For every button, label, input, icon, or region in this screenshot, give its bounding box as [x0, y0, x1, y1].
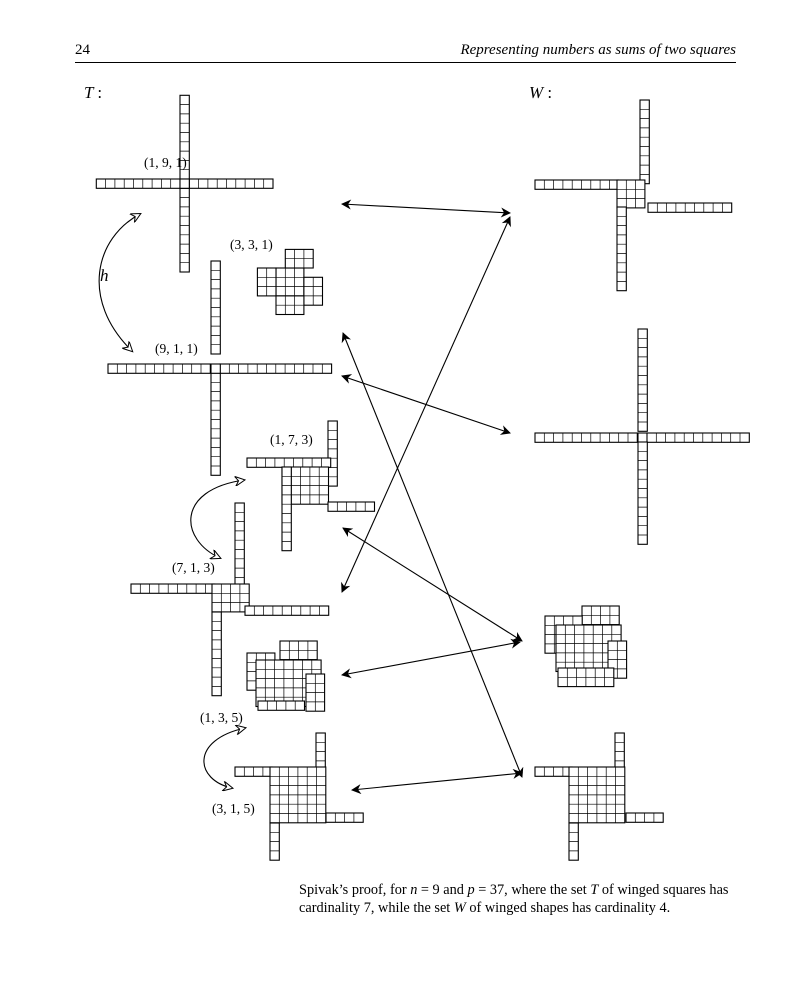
label-135: (1, 3, 5) — [200, 710, 243, 725]
label-315: (3, 1, 5) — [212, 801, 255, 816]
arrow-191-w1 — [341, 199, 511, 218]
caption-var-t: T — [590, 882, 599, 898]
label-911: (9, 1, 1) — [155, 341, 198, 356]
shape-t-191 — [95, 94, 274, 273]
shape-t-911 — [107, 260, 333, 476]
arrow-173-w3 — [342, 527, 523, 642]
caption-part2: = 9 and — [417, 882, 468, 898]
h-arrow-191-911 — [98, 214, 140, 351]
shapes-layer — [95, 94, 750, 861]
arrows-layer — [98, 199, 524, 795]
caption-var-n: n — [410, 882, 418, 898]
set-w-letter: W — [529, 83, 544, 102]
shape-w-2 — [534, 328, 750, 545]
labels-layer: (1, 9, 1) (3, 3, 1) (9, 1, 1) (1, 7, 3) (7, … — [100, 155, 313, 816]
set-w-colon: : — [547, 83, 553, 102]
caption-part4: of winged squares has cardinality 7, whi… — [299, 882, 729, 916]
shape-w-1 — [534, 99, 733, 292]
set-t-letter: T — [84, 83, 94, 102]
caption-part1: Spivak’s proof, for — [299, 882, 411, 898]
shape-t-135 — [246, 640, 326, 712]
arrow-331-w4 — [341, 332, 524, 778]
h-arrow-135-315 — [203, 728, 245, 788]
label-331: (3, 3, 1) — [230, 237, 273, 252]
set-w-label: W : — [529, 83, 552, 103]
caption-part3: = 37, where the set — [474, 882, 591, 898]
arrow-315-w4 — [351, 768, 523, 795]
label-173: (1, 7, 3) — [270, 432, 313, 447]
set-t-colon: : — [97, 83, 103, 102]
h-arrow-173-713 — [190, 480, 244, 558]
set-t-label: T : — [84, 83, 102, 103]
caption-var-w: W — [453, 900, 466, 916]
figure-caption: Spivak’s proof, for n = 9 and p = 37, wh… — [299, 881, 759, 917]
arrow-911-w2 — [341, 374, 511, 435]
caption-var-p: p — [467, 882, 475, 898]
header-rule — [75, 62, 736, 63]
label-h: h — [100, 266, 109, 285]
running-title: Representing numbers as sums of two squa… — [460, 42, 736, 58]
shape-t-331 — [256, 248, 324, 316]
shape-w-4 — [534, 732, 664, 861]
page-number: 24 — [75, 42, 90, 58]
arrow-135-w3 — [341, 638, 521, 679]
shape-w-3 — [544, 605, 628, 688]
caption-part5: of winged shapes has cardinality 4. — [465, 900, 671, 916]
shape-t-315 — [234, 732, 364, 861]
label-713: (7, 1, 3) — [172, 560, 215, 575]
label-191: (1, 9, 1) — [144, 155, 187, 170]
